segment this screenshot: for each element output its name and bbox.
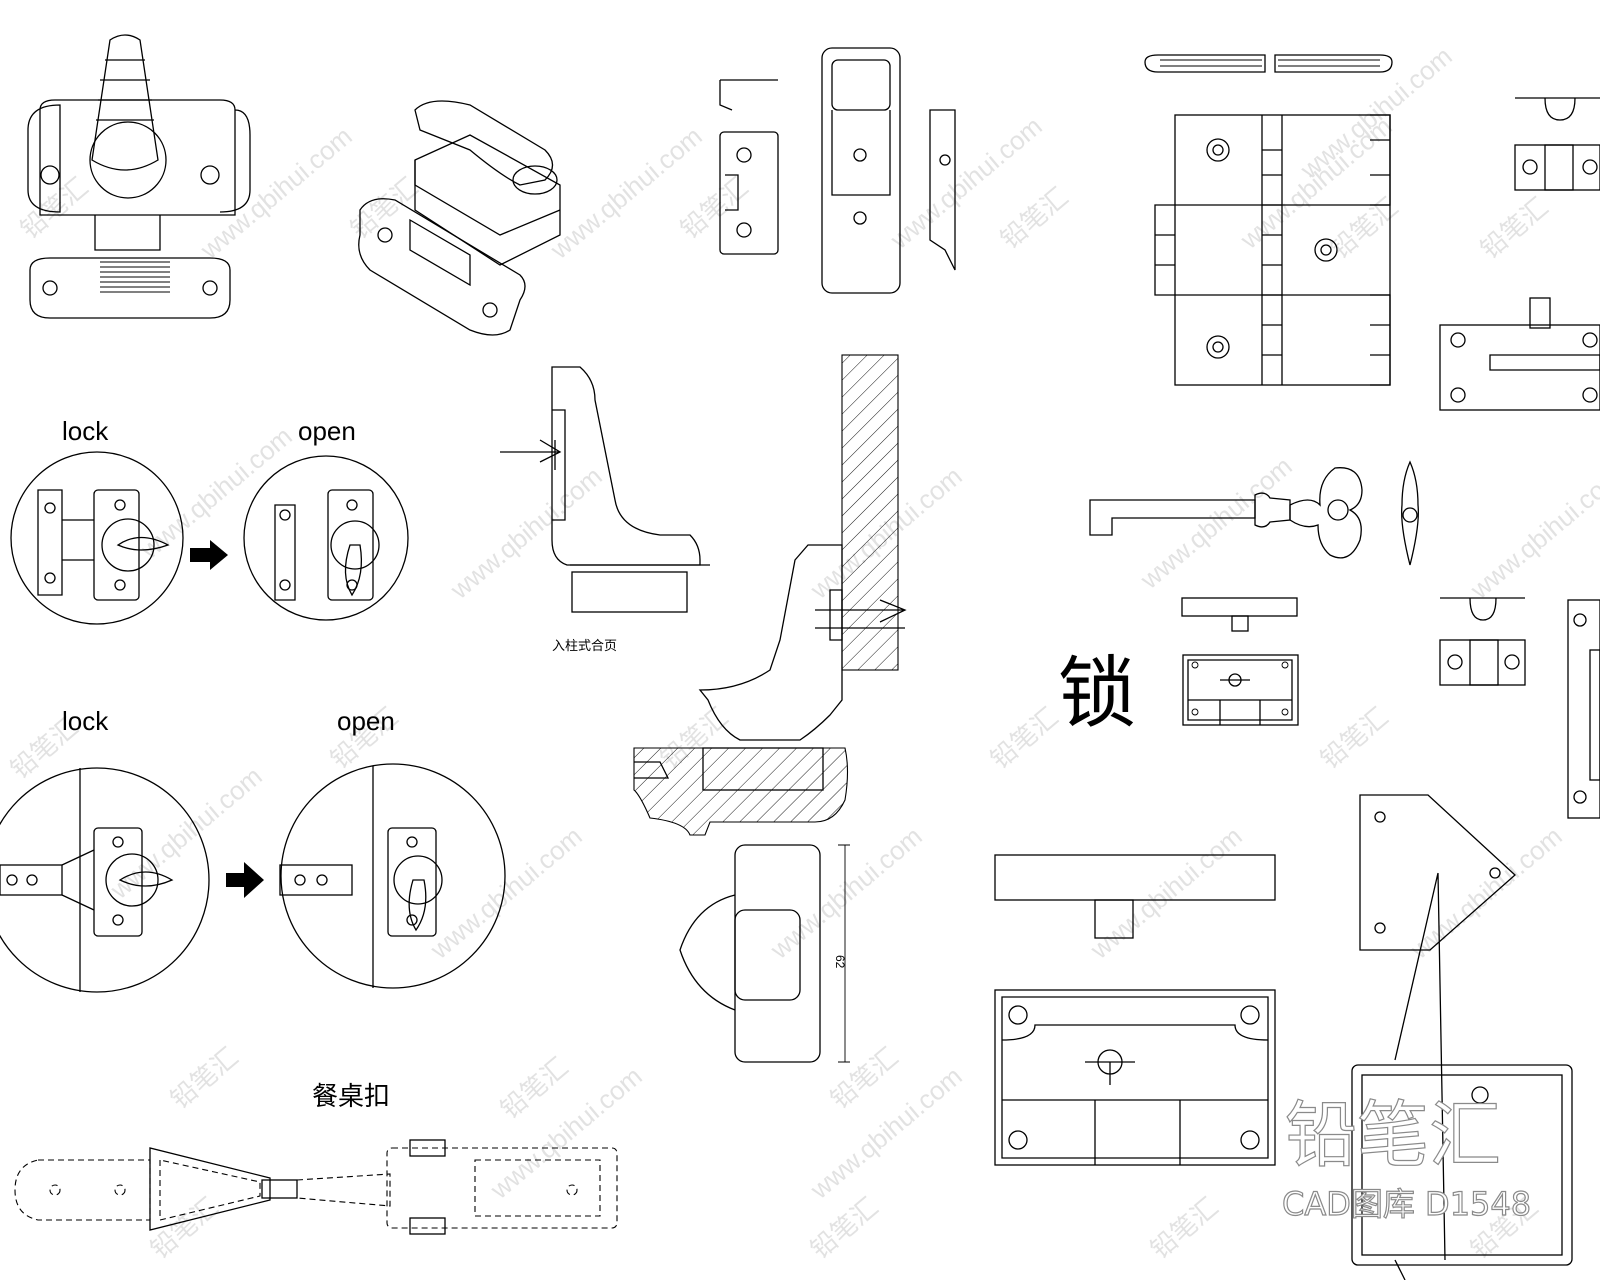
watermark-url: www.qbihui.com bbox=[1464, 461, 1600, 605]
lock-detail-row-1: lock open bbox=[10, 416, 409, 625]
mortise-lock-small bbox=[1181, 597, 1299, 726]
corner-plate-and-rim-lock bbox=[1351, 794, 1573, 1280]
watermark-brand: 铅笔汇 bbox=[985, 701, 1064, 774]
watermark-brand: 铅笔汇 bbox=[345, 171, 424, 244]
hinge-caption: 入柱式合页 bbox=[552, 639, 617, 654]
lock-label-1: lock bbox=[62, 416, 109, 446]
watermark-brand: 铅笔汇 bbox=[1145, 1191, 1224, 1264]
watermark-url: www.qbihui.com bbox=[134, 421, 298, 565]
small-hinge-set bbox=[1439, 97, 1600, 819]
watermark-url: www.qbihui.com bbox=[544, 121, 708, 265]
watermark-url: www.qbihui.com bbox=[1134, 451, 1298, 595]
watermark-brand: 铅笔汇 bbox=[495, 1051, 574, 1124]
table-buckle-drawing: 餐桌扣 bbox=[14, 1082, 618, 1235]
lock-title: 锁 bbox=[1058, 649, 1136, 739]
watermark-url: www.qbihui.com bbox=[444, 461, 608, 605]
watermark-url: www.qbihui.com bbox=[484, 1061, 648, 1205]
watermark-brand: 铅笔汇 bbox=[675, 171, 754, 244]
brand-caption: CAD图库 D1548 bbox=[1282, 1185, 1531, 1223]
watermark-url: www.qbihui.com bbox=[1084, 821, 1248, 965]
watermark-layer: www.qbihui.com www.qbihui.com www.qbihui… bbox=[5, 41, 1600, 1265]
concealed-hinge-section-small: 入柱式合页 bbox=[500, 366, 710, 654]
lock-label-2: lock bbox=[62, 706, 109, 736]
table-buckle-label: 餐桌扣 bbox=[312, 1082, 390, 1112]
watermark-brand: 铅笔汇 bbox=[825, 1041, 904, 1114]
watermark-brand: 铅笔汇 bbox=[995, 181, 1074, 254]
concealed-hinge-section-large bbox=[633, 354, 907, 836]
strike-plate-parts bbox=[719, 47, 956, 294]
watermark-brand: 铅笔汇 bbox=[805, 1191, 884, 1264]
skeleton-key-drawing bbox=[1089, 460, 1419, 566]
sash-lock-front-view bbox=[27, 34, 251, 319]
arrow-right-icon bbox=[226, 862, 264, 898]
dimension-label: 62 bbox=[833, 955, 847, 969]
watermark-url: www.qbihui.com bbox=[804, 1061, 968, 1205]
brand-name: 铅笔汇 bbox=[1285, 1093, 1501, 1177]
lock-detail-row-2: lock open bbox=[0, 706, 506, 993]
open-label-2: open bbox=[337, 706, 395, 736]
cabinet-pull-with-dimension: 62 bbox=[679, 844, 850, 1063]
lock-title-group: 锁 bbox=[1058, 649, 1136, 739]
watermark-url: www.qbihui.com bbox=[194, 121, 358, 265]
watermark-brand: 铅笔汇 bbox=[1315, 701, 1394, 774]
mortise-lock-large bbox=[994, 854, 1276, 1166]
watermark-url: www.qbihui.com bbox=[424, 821, 588, 965]
watermark-brand: 铅笔汇 bbox=[1475, 191, 1554, 264]
open-label-1: open bbox=[298, 416, 356, 446]
brand-logo: 铅笔汇 CAD图库 D1548 bbox=[1281, 1092, 1531, 1223]
watermark-brand: 铅笔汇 bbox=[165, 1041, 244, 1114]
arrow-right-icon bbox=[190, 540, 228, 570]
watermark-url: www.qbihui.com bbox=[764, 821, 928, 965]
sash-lock-isometric-view bbox=[358, 100, 561, 336]
watermark-url: www.qbihui.com bbox=[1294, 41, 1458, 185]
butt-hinge-front-view bbox=[1144, 54, 1393, 386]
watermark-url: www.qbihui.com bbox=[1404, 821, 1568, 965]
